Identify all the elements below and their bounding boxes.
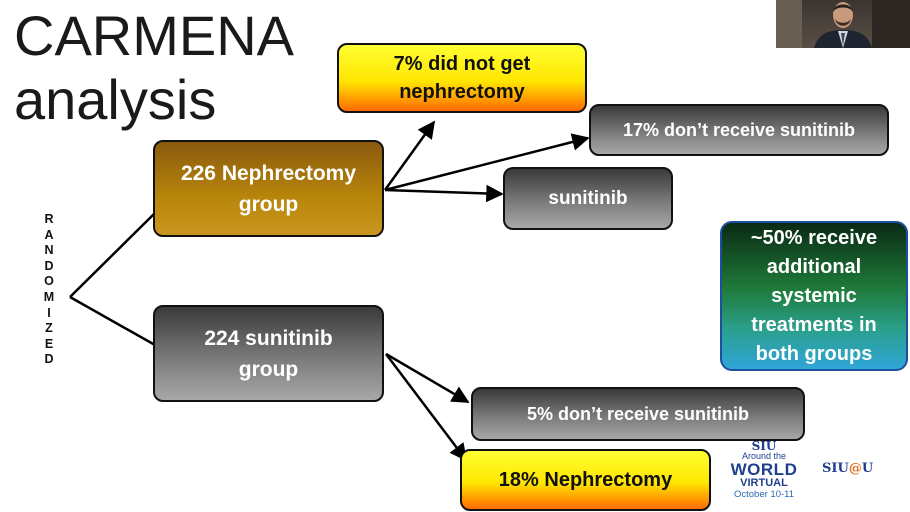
- nephrectomy-group-box: 226 Nephrectomy group: [153, 140, 384, 237]
- randomized-letter: R: [44, 212, 54, 226]
- no-nephrectomy-line-1: 7% did not get: [393, 53, 531, 75]
- no-sunitinib-5-box: 5% don’t receive sunitinib: [471, 387, 805, 441]
- presenter-figure: [776, 0, 910, 48]
- siu-logo-world: WORLD: [730, 460, 798, 479]
- branch-line-lower: [69, 295, 156, 347]
- nephrectomy-18-box: 18% Nephrectomy: [460, 449, 711, 511]
- siu-logo-around: Around the: [741, 451, 787, 461]
- siu-at-u-at: @: [848, 461, 862, 476]
- nephrectomy-group-line-1: 226 Nephrectomy: [180, 161, 357, 185]
- randomized-letter: A: [44, 227, 54, 242]
- slide-title: CARMENA analysis: [14, 4, 294, 132]
- randomized-letter: E: [44, 336, 54, 351]
- arrow-to-no-sunitinib-17: [384, 133, 590, 192]
- siu-around-the-world-logo: SIU Around the WORLD VIRTUAL October 10-…: [724, 440, 804, 506]
- sunitinib-label: sunitinib: [548, 187, 628, 209]
- siu-at-u-pre: SIU: [822, 461, 849, 476]
- slide-title-line-1: CARMENA: [14, 4, 295, 67]
- nephrectomy-18-label: 18% Nephrectomy: [498, 468, 673, 491]
- arrow-to-no-sunitinib-5: [385, 352, 470, 404]
- sunitinib-group-line-1: 224 sunitinib: [204, 326, 333, 350]
- sunitinib-box: sunitinib: [503, 167, 673, 230]
- no-sunitinib-17-box: 17% don’t receive sunitinib: [589, 104, 889, 156]
- webcam-video: [776, 0, 910, 48]
- randomized-label: R A N D O M I Z E D: [40, 212, 58, 368]
- siu-at-u-logo: SIU@U: [822, 461, 886, 481]
- arrow-to-no-nephrectomy: [383, 120, 436, 191]
- no-nephrectomy-line-2: nephrectomy: [399, 81, 525, 103]
- no-sunitinib-17-label: 17% don’t receive sunitinib: [622, 119, 856, 140]
- randomized-letter: D: [44, 352, 54, 367]
- sunitinib-group-box: 224 sunitinib group: [153, 305, 384, 402]
- additional-line-4: treatments in: [751, 313, 877, 336]
- additional-line-1: ~50% receive: [750, 226, 878, 249]
- sunitinib-group-line-2: group: [238, 357, 299, 381]
- arrow-to-nephrectomy-18: [385, 353, 468, 462]
- no-nephrectomy-box: 7% did not get nephrectomy: [337, 43, 587, 113]
- siu-at-u-post: U: [861, 461, 874, 476]
- slide-title-line-2: analysis: [14, 68, 217, 131]
- branch-line-upper: [69, 212, 156, 298]
- randomized-letter: Z: [45, 321, 53, 336]
- nephrectomy-group-line-2: group: [238, 192, 299, 216]
- additional-line-3: systemic: [771, 284, 857, 307]
- randomized-letter: D: [44, 258, 54, 273]
- arrow-to-sunitinib: [384, 184, 504, 203]
- no-sunitinib-5-label: 5% don’t receive sunitinib: [526, 403, 750, 424]
- randomized-letter: O: [44, 274, 54, 289]
- additional-treatments-box: ~50% receive additional systemic treatme…: [720, 221, 908, 371]
- additional-line-5: both groups: [755, 342, 873, 365]
- randomized-letter: I: [47, 305, 51, 320]
- randomized-letter: M: [43, 289, 55, 304]
- siu-logo-dates: October 10-11: [733, 489, 795, 500]
- randomized-letter: N: [44, 243, 54, 258]
- additional-line-2: additional: [766, 255, 862, 278]
- siu-logo-siu: SIU: [751, 439, 777, 453]
- siu-logo-virtual: VIRTUAL: [740, 477, 788, 489]
